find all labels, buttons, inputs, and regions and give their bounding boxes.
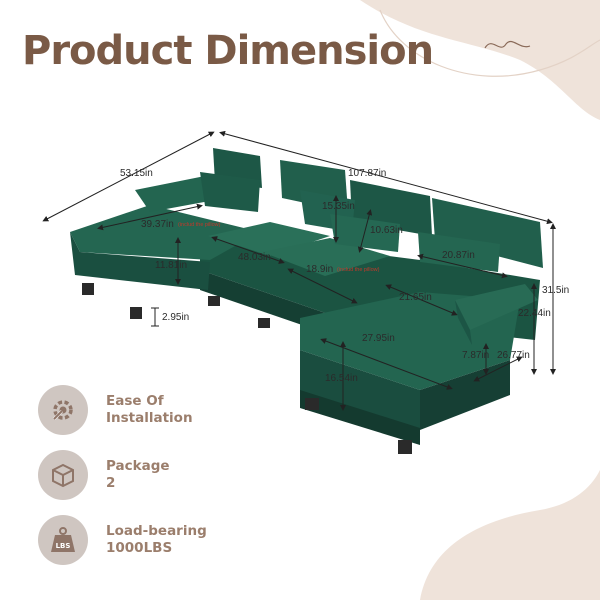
feature-package-line2: 2 [106, 475, 116, 491]
svg-text:LBS: LBS [56, 542, 71, 550]
dim-base-height: 16.54in [325, 373, 358, 384]
dim-leg-height: 2.95in [162, 312, 189, 323]
dim-arm-height: 22.44in [518, 308, 551, 319]
dim-armrest-width: 21.65in [399, 292, 432, 303]
dim-pillow-note-1: (includ the pillow) [178, 222, 221, 228]
dim-seat-width-left: 48.03in [238, 252, 271, 263]
dim-arm-thickness: 7.87in [462, 350, 489, 361]
dim-depth-total: 53.15in [120, 168, 153, 179]
feature-load-bearing: LBS Load-bearing 1000LBS [38, 515, 207, 565]
weight-lbs-icon: LBS [38, 515, 88, 565]
feature-load-line2: 1000LBS [106, 540, 173, 556]
dim-length-total: 107.87in [348, 168, 386, 179]
feature-load-line1: Load-bearing [106, 523, 207, 539]
dim-total-height: 31.5in [542, 285, 569, 296]
feature-installation: Ease Of Installation [38, 385, 193, 435]
dim-arm-length: 26.77in [497, 350, 530, 361]
dim-pillow-note-2: (includ the pillow) [337, 267, 380, 273]
dim-pillow-height: 10.63in [370, 225, 403, 236]
dim-seat-depth: 18.9in [306, 264, 333, 275]
feature-package: Package 2 [38, 450, 170, 500]
dim-chaise-seat-depth: 27.95in [362, 333, 395, 344]
dim-chaise-depth: 39.37in [141, 219, 174, 230]
dim-seat-height: 11.81in [155, 260, 187, 271]
feature-installation-line1: Ease Of [106, 393, 164, 409]
dim-back-height: 15.35in [322, 201, 355, 212]
page-title: Product Dimension [22, 28, 434, 74]
install-tools-icon [38, 385, 88, 435]
package-box-icon [38, 450, 88, 500]
feature-installation-line2: Installation [106, 410, 193, 426]
feature-package-line1: Package [106, 458, 170, 474]
dim-pillow-width: 20.87in [442, 250, 475, 261]
